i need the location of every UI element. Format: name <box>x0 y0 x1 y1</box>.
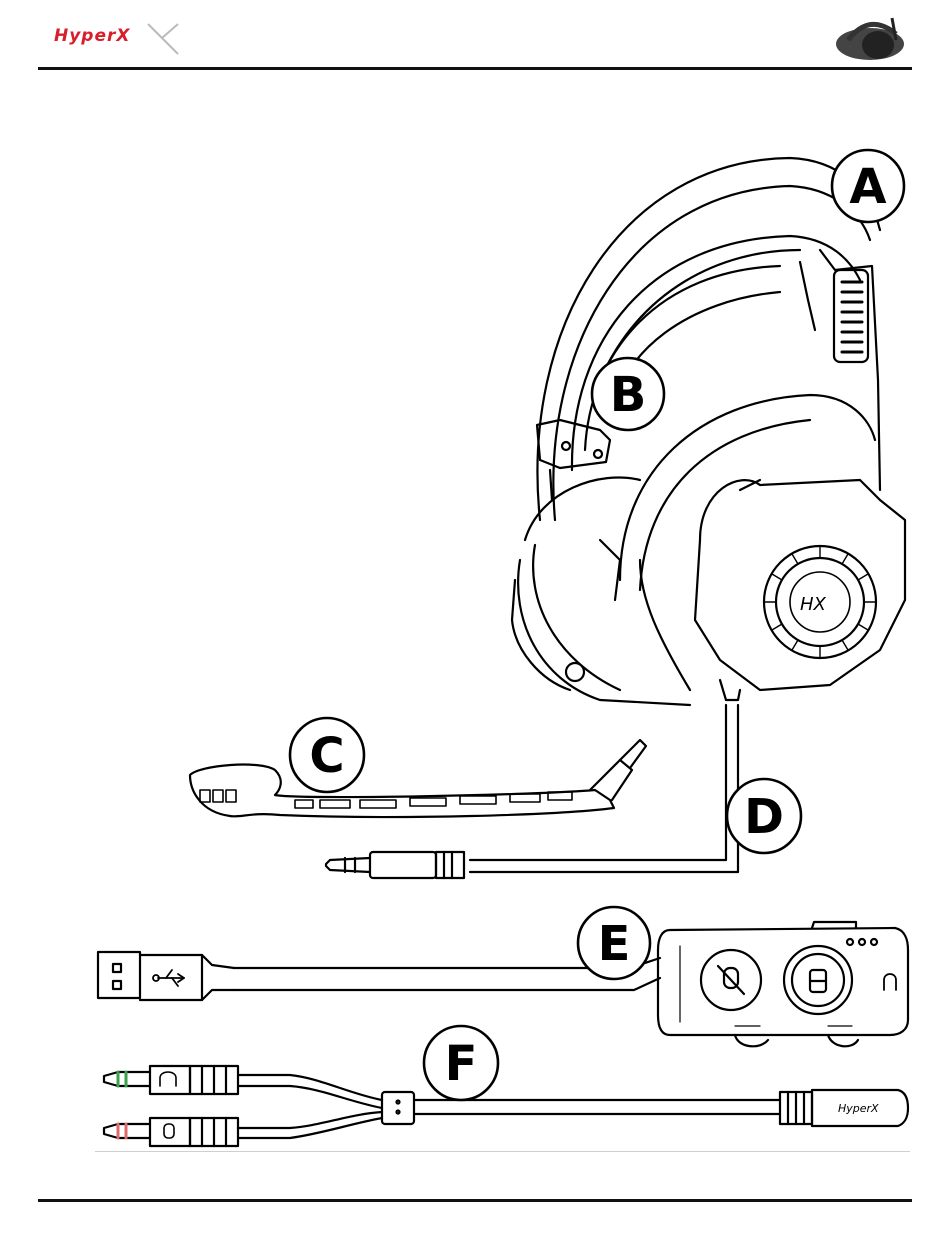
svg-text:HyperX: HyperX <box>838 1102 879 1115</box>
content-divider <box>95 1151 910 1152</box>
headphone-plug-icon <box>160 1072 176 1086</box>
usb-control-e-drawing <box>98 922 908 1046</box>
mic-mute-icon <box>701 950 761 1010</box>
usb-icon <box>153 970 184 986</box>
headset-drawing: HX <box>512 158 905 705</box>
cable-d-drawing <box>326 705 738 878</box>
volume-icon <box>784 946 852 1014</box>
earcup-logo-icon: HX <box>800 594 827 615</box>
splitter-f-drawing: HyperX <box>104 1066 908 1146</box>
microphone-c-drawing <box>190 740 646 817</box>
footer-rule <box>38 1199 912 1202</box>
mic-plug-icon <box>164 1124 174 1138</box>
callout-e: E <box>598 916 631 972</box>
callout-c: C <box>309 728 344 784</box>
callout-d: D <box>744 789 784 845</box>
callout-b: B <box>610 367 647 423</box>
callout-f: F <box>445 1036 478 1092</box>
callout-a: A <box>849 159 886 215</box>
headphone-icon <box>884 974 896 990</box>
